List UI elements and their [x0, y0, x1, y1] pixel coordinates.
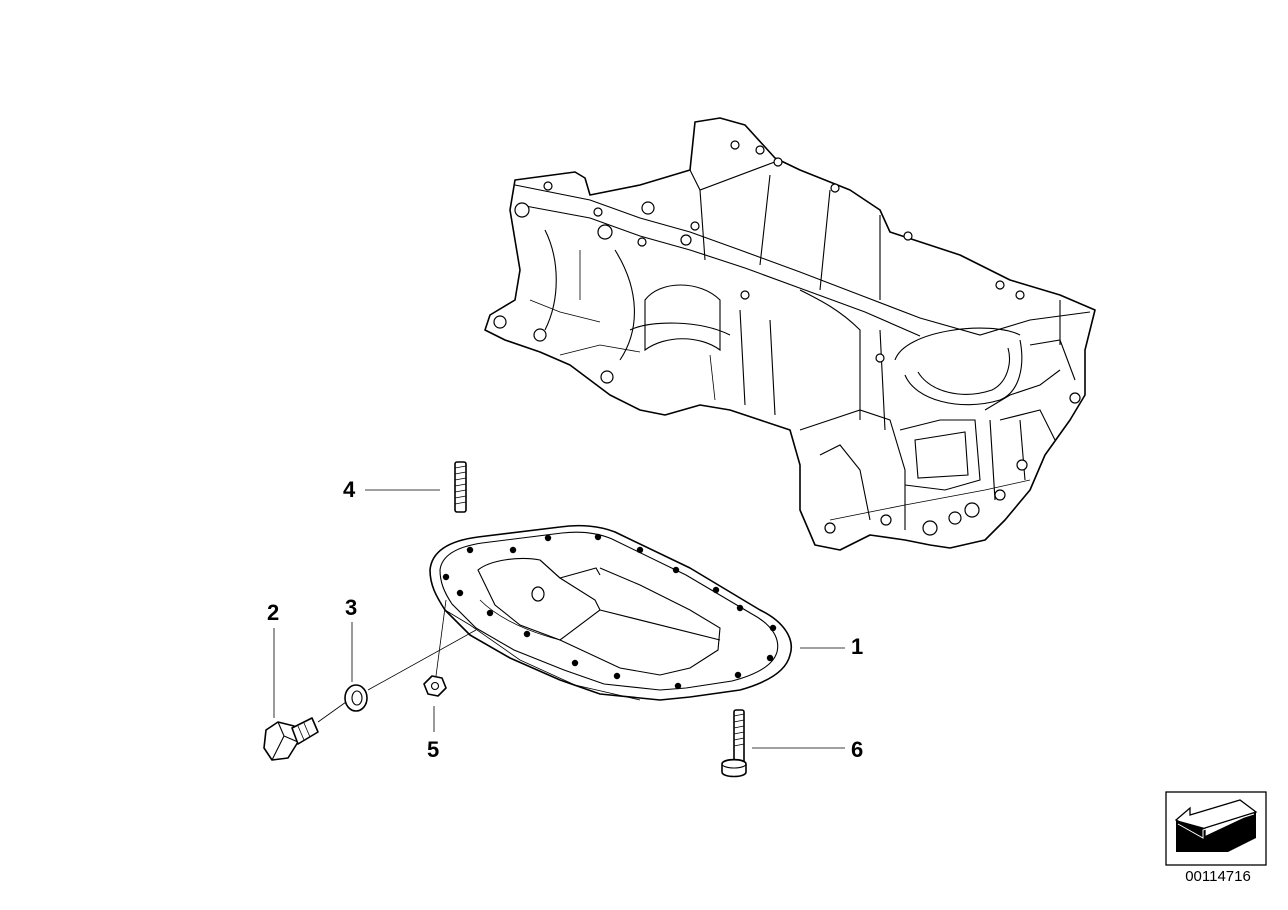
- washer-icon: [344, 684, 368, 712]
- drain-plug-icon: [263, 717, 319, 761]
- callout-6: 6: [851, 737, 864, 762]
- engine-block-icon: [484, 117, 1096, 551]
- screw-icon: [721, 709, 747, 778]
- leader-lines: [273, 489, 845, 749]
- callout-3: 3: [345, 595, 358, 620]
- callout-4: 4: [343, 477, 356, 502]
- nut-icon: [423, 675, 447, 697]
- oil-pan-icon: [429, 524, 792, 701]
- callout-2: 2: [267, 600, 280, 625]
- callout-1: 1: [851, 634, 864, 659]
- diagram-reference-number: 00114716: [1185, 868, 1251, 885]
- callout-5: 5: [427, 737, 440, 762]
- stud-icon: [454, 461, 467, 513]
- orientation-arrow-icon: [1165, 791, 1267, 866]
